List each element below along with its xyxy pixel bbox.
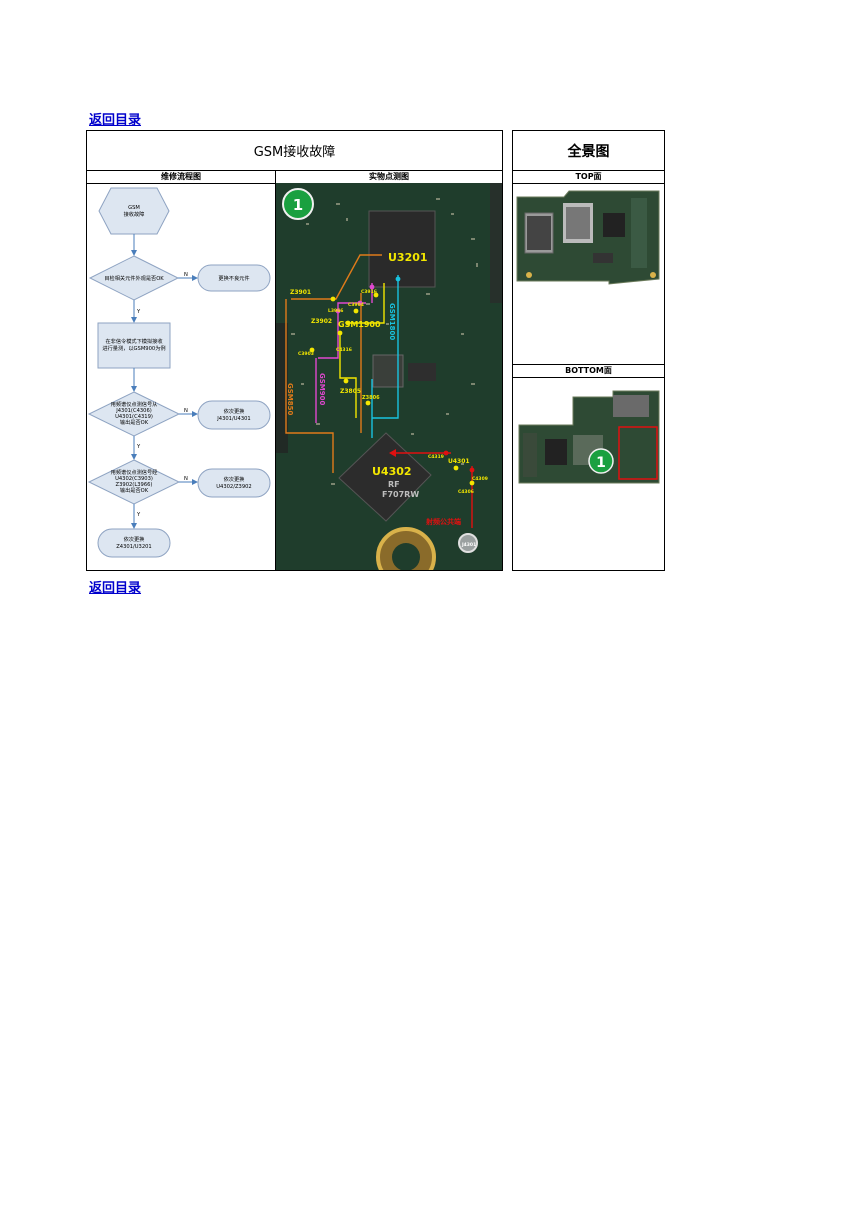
back-to-toc-link-top[interactable]: 返回目录 (89, 113, 142, 128)
flow-y-label-3: Y (136, 512, 141, 518)
label-antenna-common: 射频公共端 (425, 517, 461, 526)
antenna-connector (458, 533, 478, 553)
photo-badge (282, 188, 314, 220)
flow-process-1-line2: 进行量测，以GSM900为例 (102, 344, 165, 352)
label-u4301: U4301 (448, 458, 470, 465)
flow-fix-1 (197, 264, 271, 292)
bottom-badge-text: 1 (596, 455, 606, 471)
flow-n-label-1: N (184, 272, 188, 278)
label-gsm1900: GSM1900 (338, 320, 381, 329)
label-z3805: Z3805 (340, 388, 361, 395)
flow-y-label-1: Y (136, 309, 141, 315)
label-c4306: C4306 (458, 489, 474, 495)
label-gsm850: GSM850 (286, 383, 294, 415)
flow-start-line1: GSM (128, 205, 140, 211)
top-side-board-image (513, 183, 664, 365)
flow-fix-1-text: 更换不良元件 (218, 274, 249, 282)
label-j4301: J4301 (461, 542, 476, 548)
bottom-side-board-image: 1 (513, 377, 664, 570)
gsm-rx-fault-panel: GSM接收故障 维修流程图 实物点测图 GSM 接收故障 目检相关元件外观是否O… (86, 130, 503, 571)
flow-start-line2: 接收故障 (124, 210, 145, 218)
flow-fix-2 (197, 400, 271, 430)
flow-y-label-2: Y (136, 444, 141, 450)
flow-fix-3-line1: 依次更换 (224, 475, 246, 483)
label-u3201: U3201 (388, 251, 428, 264)
back-to-toc-link-bottom[interactable]: 返回目录 (89, 581, 142, 596)
flow-decision-1-text: 目检相关元件外观是否OK (104, 274, 164, 282)
flowchart-svg: GSM 接收故障 目检相关元件外观是否OK N 更换不良元件 Y 在非信令模式下… (87, 187, 271, 558)
flow-end-line1: 依次更换 (124, 535, 146, 543)
flow-decision-2-line4: 输出是否OK (120, 418, 149, 426)
chip-u4302 (338, 432, 432, 522)
repair-flowchart: GSM 接收故障 目检相关元件外观是否OK N 更换不良元件 Y 在非信令模式下… (87, 183, 276, 570)
flowchart-header: 维修流程图 (87, 170, 276, 184)
label-z3901: Z3901 (290, 289, 311, 296)
label-l3966: L3966 (328, 308, 343, 314)
flow-process-1 (97, 322, 171, 369)
flow-decision-3-line2: U4302(C3903) (115, 476, 153, 482)
label-c3904: C3904 (348, 302, 364, 308)
chip-mark-line2: F707RW (382, 490, 419, 499)
flow-fix-3 (197, 468, 271, 498)
flow-n-label-3: N (184, 476, 188, 482)
flow-fix-2-line1: 依次更换 (224, 407, 246, 415)
label-c4316: C4316 (336, 347, 352, 353)
flow-decision-3-line3: Z3902(L3966) (116, 482, 153, 488)
flow-start-shape (98, 187, 170, 235)
label-z3806: Z3806 (362, 395, 380, 401)
flow-decision-3-line1: 用频谱仪点测信号经 (111, 468, 158, 476)
flow-process-1-line1: 在非信令模式下模拟接收 (105, 337, 162, 345)
label-u4302: U4302 (372, 465, 412, 478)
flow-fix-3-line2: U4302/Z3902 (216, 484, 252, 490)
label-c4319: C4319 (428, 454, 444, 460)
label-gsm1800: GSM1800 (388, 303, 396, 340)
bottom-side-header: BOTTOM面 (513, 364, 664, 378)
label-z3902: Z3902 (311, 318, 332, 325)
photo-header: 实物点测图 (276, 170, 502, 184)
chip-mark-line1: RF (388, 480, 400, 489)
label-c3916: C3916 (361, 289, 377, 295)
flow-decision-2-line1: 用频谱仪点测信号从 (111, 400, 158, 408)
panorama-panel: 全景图 TOP面 BOTTOM面 1 (512, 130, 665, 571)
pcb-photo-svg: 1 U3201 Z3901 Z3902 GSM1900 Z3805 Z3806 … (276, 183, 502, 570)
flow-end-line2: Z4301/U3201 (116, 544, 152, 550)
photo-badge-text: 1 (293, 196, 303, 214)
panorama-title: 全景图 (513, 131, 664, 171)
flow-fix-2-line2: J4301/U4301 (216, 416, 250, 422)
label-c3903: C3903 (298, 351, 314, 357)
bottom-badge (588, 448, 614, 474)
pcb-measurement-photo: 1 U3201 Z3901 Z3902 GSM1900 Z3805 Z3806 … (276, 183, 502, 570)
flow-n-label-2: N (184, 408, 188, 414)
label-c4309: C4309 (472, 476, 488, 482)
flow-decision-3-line4: 输出是否OK (120, 486, 149, 494)
flow-decision-2-line2: J4301(C4306) (115, 408, 152, 414)
flow-decision-2-line3: U4301(C4319) (115, 414, 153, 420)
top-side-header: TOP面 (513, 170, 664, 184)
chip-u3201 (368, 210, 436, 288)
page-title: GSM接收故障 (87, 131, 502, 171)
label-gsm900: GSM900 (318, 373, 326, 405)
bottom-highlight-box (618, 426, 658, 480)
flow-end (97, 528, 171, 558)
